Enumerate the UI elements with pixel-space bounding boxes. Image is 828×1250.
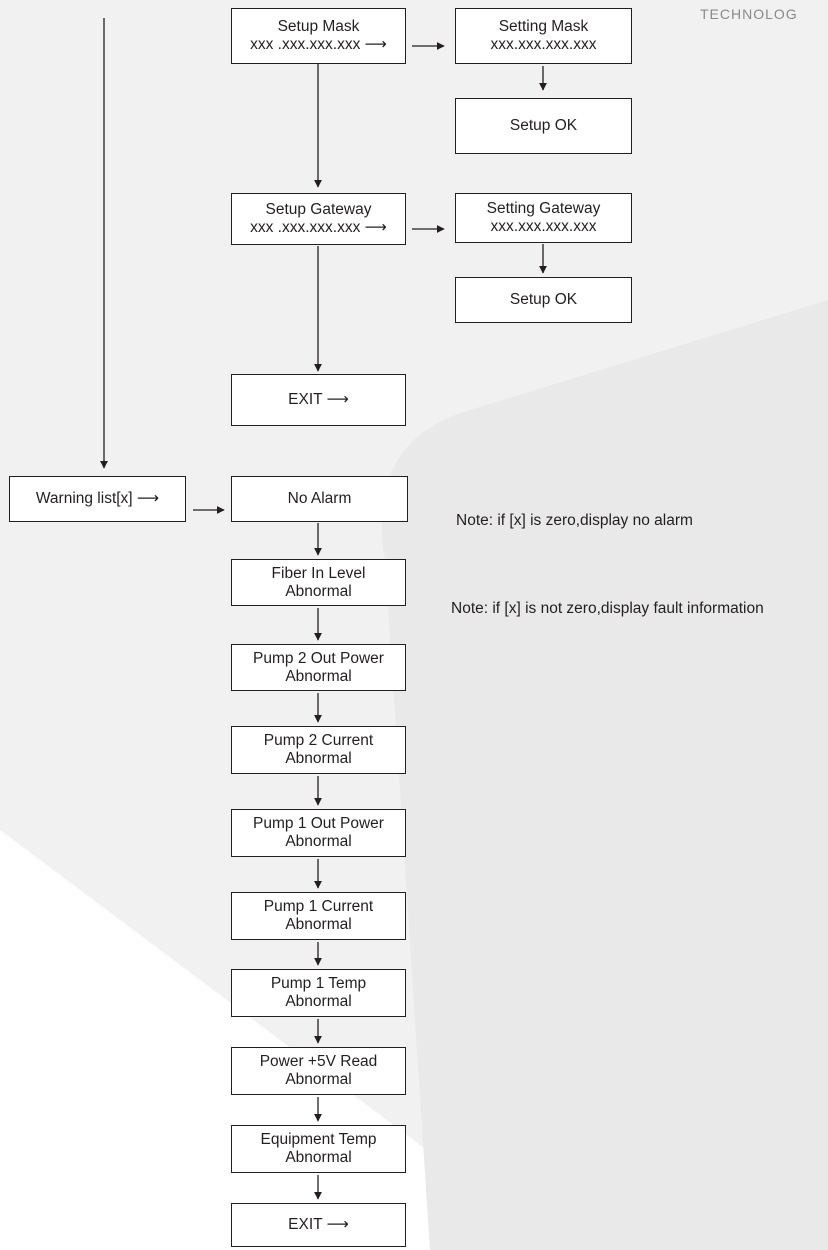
alarm-item-line2: Abnormal: [285, 1149, 352, 1166]
alarm-item-fiber-in-level[interactable]: Fiber In Level Abnormal: [231, 559, 406, 606]
alarm-item-pump2-current[interactable]: Pump 2 Current Abnormal: [231, 726, 406, 774]
warning-exit-label: EXIT ⟶: [288, 1216, 349, 1233]
setup-exit-box[interactable]: EXIT ⟶: [231, 374, 406, 426]
setup-exit-label: EXIT ⟶: [288, 391, 349, 408]
mask-setup-ok-label: Setup OK: [509, 117, 578, 134]
setting-mask-title: Setting Mask: [498, 18, 589, 35]
setting-gateway-title: Setting Gateway: [486, 200, 601, 217]
setting-mask-box[interactable]: Setting Mask xxx.xxx.xxx.xxx: [455, 8, 632, 64]
note-nonzero: Note: if [x] is not zero,display fault i…: [451, 600, 764, 617]
setting-gateway-box[interactable]: Setting Gateway xxx.xxx.xxx.xxx: [455, 193, 632, 243]
setup-gateway-title: Setup Gateway: [265, 201, 372, 218]
alarm-item-line1: Pump 1 Temp: [270, 975, 367, 992]
setup-gateway-value: xxx .xxx.xxx.xxx ⟶: [250, 219, 387, 236]
alarm-item-line1: Pump 2 Current: [263, 732, 374, 749]
alarm-item-power-5v[interactable]: Power +5V Read Abnormal: [231, 1047, 406, 1095]
alarm-item-line2: Abnormal: [285, 750, 352, 767]
gateway-setup-ok-box[interactable]: Setup OK: [455, 277, 632, 323]
alarm-item-pump1-temp[interactable]: Pump 1 Temp Abnormal: [231, 969, 406, 1017]
setting-mask-value: xxx.xxx.xxx.xxx: [490, 36, 597, 53]
alarm-item-line1: Pump 1 Current: [263, 898, 374, 915]
alarm-item-pump1-current[interactable]: Pump 1 Current Abnormal: [231, 892, 406, 940]
setup-mask-title: Setup Mask: [277, 18, 360, 35]
alarm-item-line2: Abnormal: [285, 582, 352, 600]
alarm-item-line2: Abnormal: [285, 993, 352, 1010]
alarm-item-equipment-temp[interactable]: Equipment Temp Abnormal: [231, 1125, 406, 1173]
alarm-item-line1: No Alarm: [287, 490, 352, 507]
setup-gateway-box[interactable]: Setup Gateway xxx .xxx.xxx.xxx ⟶: [231, 193, 406, 245]
setup-mask-box[interactable]: Setup Mask xxx .xxx.xxx.xxx ⟶: [231, 8, 406, 64]
mask-setup-ok-box[interactable]: Setup OK: [455, 98, 632, 154]
alarm-item-line2: Abnormal: [285, 833, 352, 850]
alarm-item-line1: Pump 2 Out Power: [253, 649, 384, 667]
alarm-item-line2: Abnormal: [285, 916, 352, 933]
alarm-item-line1: Power +5V Read: [259, 1053, 378, 1070]
setting-gateway-value: xxx.xxx.xxx.xxx: [490, 218, 597, 235]
alarm-item-line2: Abnormal: [285, 1071, 352, 1088]
setup-mask-value: xxx .xxx.xxx.xxx ⟶: [250, 36, 387, 53]
alarm-item-line1: Pump 1 Out Power: [253, 815, 384, 832]
warning-list-label: Warning list[x] ⟶: [35, 490, 160, 507]
alarm-item-line1: Fiber In Level: [271, 564, 366, 582]
alarm-item-line2: Abnormal: [285, 667, 352, 685]
warning-list-box[interactable]: Warning list[x] ⟶: [9, 476, 186, 522]
alarm-item-no-alarm[interactable]: No Alarm: [231, 476, 408, 522]
alarm-item-pump2-out-power[interactable]: Pump 2 Out Power Abnormal: [231, 644, 406, 691]
alarm-item-pump1-out-power[interactable]: Pump 1 Out Power Abnormal: [231, 809, 406, 857]
gateway-setup-ok-label: Setup OK: [509, 291, 578, 308]
alarm-item-line1: Equipment Temp: [260, 1131, 377, 1148]
note-zero: Note: if [x] is zero,display no alarm: [456, 512, 693, 529]
brand-logo-text: TECHNOLOG: [700, 6, 798, 22]
warning-exit-box[interactable]: EXIT ⟶: [231, 1203, 406, 1247]
